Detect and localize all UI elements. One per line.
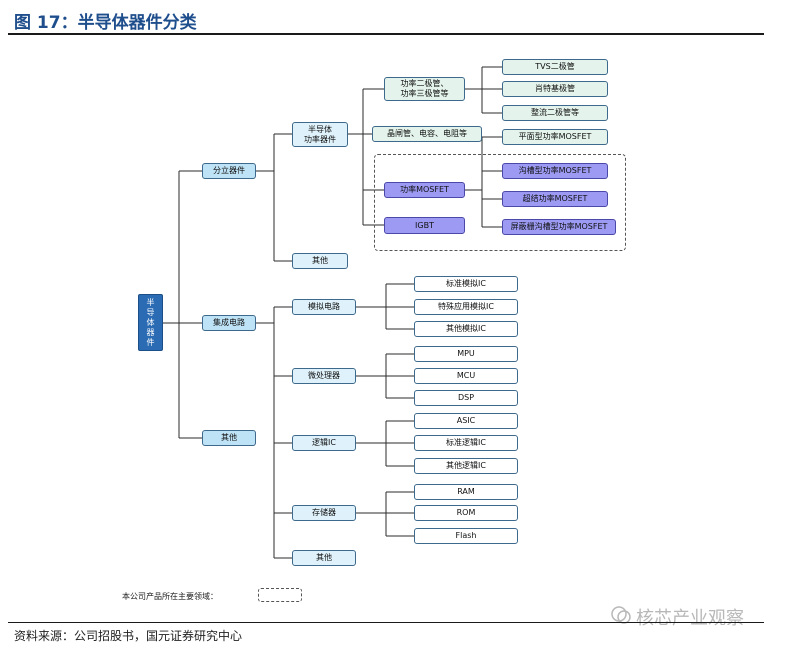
title-rule [8,33,764,35]
watermark: 核芯产业观察 [636,608,744,629]
node-other-analog-ic: 其他模拟IC [414,321,518,337]
node-rom: ROM [414,505,518,521]
node-ic-other: 其他 [292,550,356,566]
root-node: 半 导 体 器 件 [138,294,163,351]
node-standard-analog-ic: 标准模拟IC [414,276,518,292]
node-discrete-devices: 分立器件 [202,163,256,179]
node-special-analog-ic: 特殊应用模拟IC [414,299,518,315]
node-schottky-diode: 肖特基极管 [502,81,608,97]
node-dsp: DSP [414,390,518,406]
figure-title: 图 17：半导体器件分类 [14,13,197,33]
node-planar-mosfet: 平面型功率MOSFET [502,129,608,145]
wechat-icon [611,606,631,624]
node-memory: 存储器 [292,505,356,521]
node-asic: ASIC [414,413,518,429]
node-microprocessors: 微处理器 [292,368,356,384]
footer-rule [8,622,764,623]
node-analog-circuits: 模拟电路 [292,299,356,315]
node-mcu: MCU [414,368,518,384]
legend-label: 本公司产品所在主要领域： [122,592,218,601]
node-other-devices: 其他 [202,430,256,446]
source-note: 资料来源：公司招股书，国元证券研究中心 [14,629,243,643]
node-power-mosfet: 功率MOSFET [384,182,465,198]
node-thyristor-capacitor-resistor: 晶闸管、电容、电阻等 [372,126,482,142]
node-discrete-other: 其他 [292,253,348,269]
node-trench-mosfet: 沟槽型功率MOSFET [502,163,608,179]
company-products-group [374,154,626,251]
node-ram: RAM [414,484,518,500]
node-rectifier-diode: 整流二极管等 [502,105,608,121]
node-mpu: MPU [414,346,518,362]
node-shielded-gate-mosfet: 屏蔽栅沟槽型功率MOSFET [502,219,616,235]
node-flash: Flash [414,528,518,544]
node-other-logic-ic: 其他逻辑IC [414,458,518,474]
node-power-devices: 半导体 功率器件 [292,122,348,147]
node-logic-ic: 逻辑IC [292,435,356,451]
node-superjunction-mosfet: 超结功率MOSFET [502,191,608,207]
legend-dashed-box [258,588,302,602]
node-integrated-circuits: 集成电路 [202,315,256,331]
node-igbt: IGBT [384,217,465,234]
node-tvs-diode: TVS二极管 [502,59,608,75]
node-standard-logic-ic: 标准逻辑IC [414,435,518,451]
node-power-diode-transistor: 功率二极管、 功率三极管等 [384,77,465,101]
